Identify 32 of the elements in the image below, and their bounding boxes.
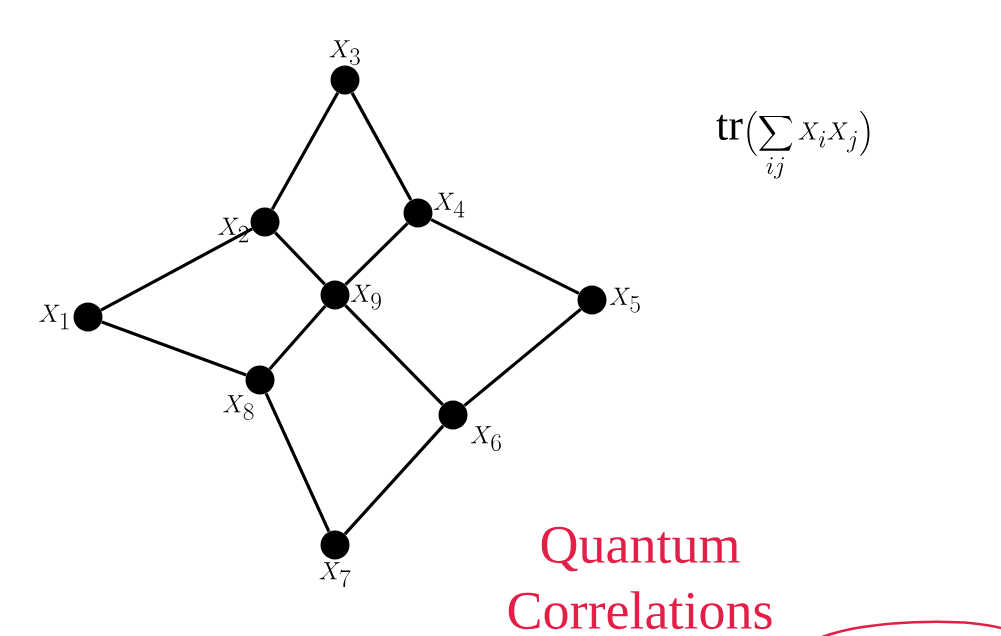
graph-vertex bbox=[438, 400, 468, 430]
graph-edge bbox=[344, 304, 444, 406]
vertex-label: $X_3$ bbox=[329, 40, 360, 66]
graph-edge bbox=[463, 308, 582, 407]
title-text: Quantum Correlations bbox=[508, 526, 772, 630]
graph-vertex bbox=[403, 198, 433, 228]
vertex-label: $X_8$ bbox=[223, 395, 254, 421]
graph-edge bbox=[101, 320, 247, 377]
graph-vertex bbox=[250, 207, 280, 237]
vertex-label: $X_9$ bbox=[350, 284, 381, 310]
vertex-label: $X_4$ bbox=[433, 192, 465, 218]
vertex-label: $X_6$ bbox=[470, 426, 501, 452]
graph-vertex bbox=[320, 530, 350, 560]
vertex-label: $X_2$ bbox=[218, 217, 249, 243]
graph-edge bbox=[264, 392, 331, 533]
graph-edge bbox=[274, 231, 326, 286]
graph-vertex bbox=[577, 285, 607, 315]
formula: $\mathrm{tr}\Bigl(\sum_{ij} X_i X_j\Bigr)$ bbox=[716, 110, 870, 179]
graph-vertex bbox=[320, 280, 350, 310]
graph-edge bbox=[343, 424, 445, 536]
graph-edge bbox=[268, 304, 327, 371]
graph-edge bbox=[270, 92, 340, 210]
graph-vertex bbox=[73, 302, 103, 332]
vertex-label: $X_1$ bbox=[39, 304, 69, 330]
graph-edge bbox=[350, 92, 413, 201]
graph-vertex bbox=[330, 65, 360, 95]
graph-edge bbox=[430, 218, 580, 295]
vertex-label: $X_5$ bbox=[609, 287, 640, 313]
graph-edge bbox=[100, 227, 253, 312]
graph-vertex bbox=[245, 365, 275, 395]
vertex-label: $X_7$ bbox=[319, 562, 351, 588]
graph-edge bbox=[344, 222, 409, 286]
